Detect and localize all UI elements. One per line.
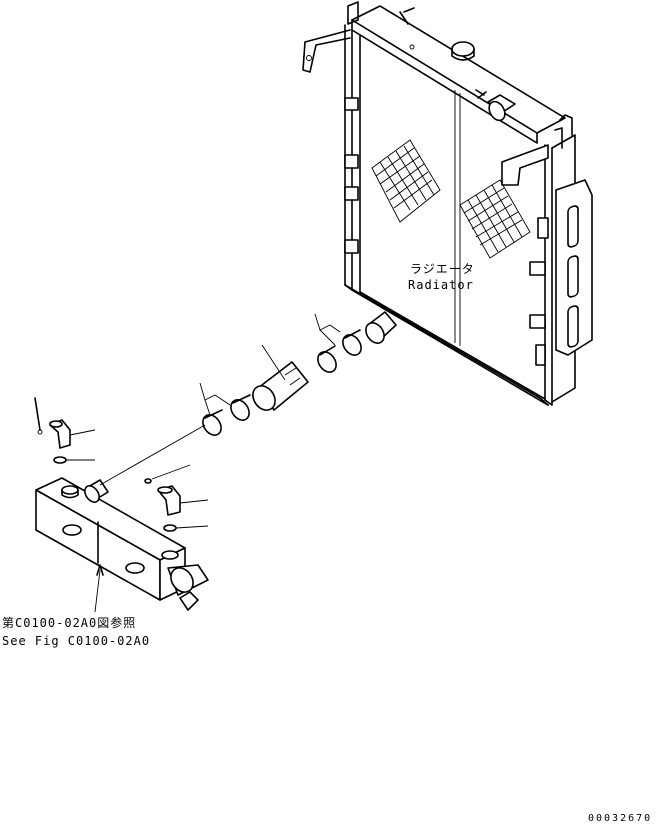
o-ring-upper <box>53 456 95 464</box>
reference-label-jp: 第C0100-02A0図参照 <box>2 616 137 630</box>
clip-pin <box>34 397 43 435</box>
hose-clamp <box>317 351 337 373</box>
hose-clamp <box>202 414 222 436</box>
reference-label-en: See Fig C0100-02A0 <box>2 634 151 648</box>
drawing-number: 00032670 <box>588 813 653 824</box>
sub-tank <box>35 424 209 611</box>
elbow-fitting-lower <box>157 485 209 516</box>
core-mesh-lower <box>459 179 531 259</box>
radiator-label-jp: ラジエータ <box>410 262 475 276</box>
core-mesh-upper <box>371 139 441 223</box>
elbow-fitting-upper <box>49 419 96 449</box>
radiator-label-en: Radiator <box>408 278 474 292</box>
hose-clamp <box>230 399 250 421</box>
o-ring-lower <box>163 524 209 532</box>
hose-assembly <box>199 313 362 436</box>
hose-clamp <box>342 334 362 356</box>
plug <box>144 464 191 484</box>
radiator <box>302 1 593 406</box>
